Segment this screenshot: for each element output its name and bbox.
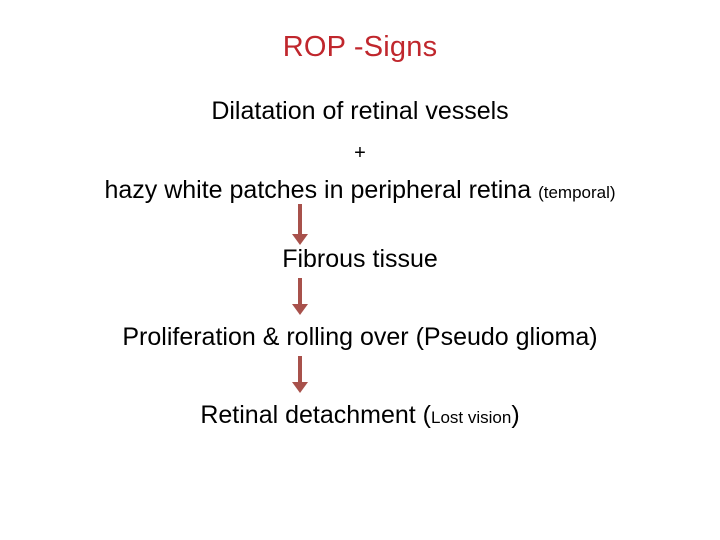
flow-step-2-label: hazy white patches in peripheral retina — [104, 176, 532, 204]
arrow-shaft — [298, 356, 302, 384]
flow-step-4-proliferation: Proliferation & rolling over (Pseudo gli… — [122, 323, 598, 351]
arrow-head — [292, 234, 308, 245]
arrow-shaft — [298, 204, 302, 236]
flow-step-2-hazy-patches: hazy white patches in peripheral retina … — [0, 175, 720, 208]
arrow-head — [292, 304, 308, 315]
flow-step-5-label: Retinal detachment ( — [200, 401, 432, 429]
flow-step-5-note: Lost vision — [431, 408, 512, 427]
page-title: ROP -Signs — [282, 31, 438, 63]
flow-step-3-fibrous-tissue: Fibrous tissue — [282, 245, 438, 273]
arrow-step3-to-step4-icon — [289, 278, 311, 318]
flow-step-5-retinal-detachment: Retinal detachment (Lost vision) — [0, 400, 720, 433]
arrow-step2-to-step3-icon — [289, 204, 311, 246]
flow-connector-plus: + — [354, 142, 366, 164]
arrow-step4-to-step5-icon — [289, 356, 311, 396]
flow-step-1-dilatation: Dilatation of retinal vessels — [211, 97, 509, 125]
arrow-head — [292, 382, 308, 393]
arrow-shaft — [298, 278, 302, 306]
flow-step-2-note: (temporal) — [538, 183, 616, 202]
flow-step-5-tail: ) — [511, 401, 520, 429]
